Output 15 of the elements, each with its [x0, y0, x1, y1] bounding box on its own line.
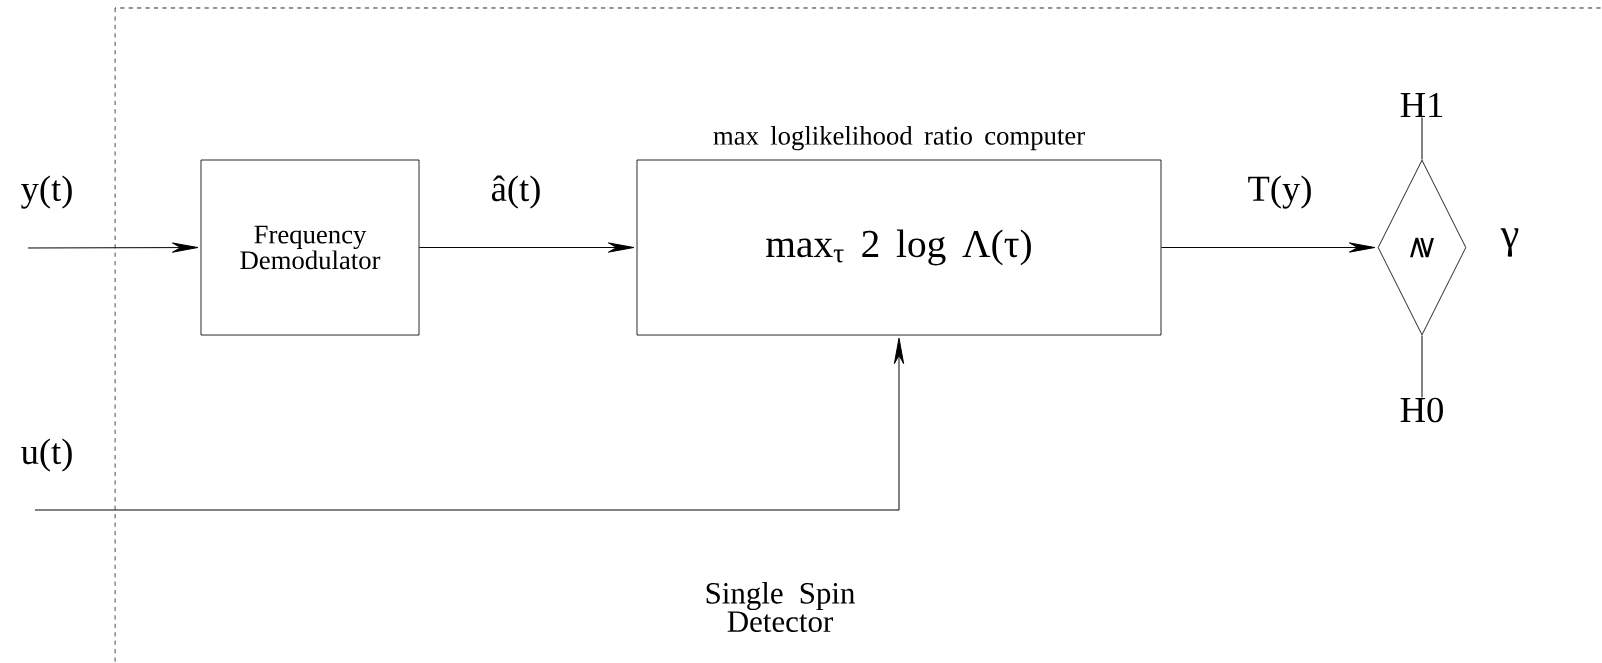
edge-label: y(t) [21, 175, 72, 209]
hypothesis-label: H1 [1400, 92, 1443, 118]
frame-label: Single Spin Detector [706, 581, 855, 633]
box-heading: max loglikelihood ratio computer [713, 126, 1085, 151]
hypothesis-label: H0 [1400, 397, 1443, 423]
threshold-label: γ [1500, 228, 1519, 257]
arrow [418, 242, 635, 253]
process-box: Frequency Demodulator [200, 159, 420, 336]
arrow [1160, 242, 1376, 253]
arrow [34, 337, 905, 511]
arrow [27, 242, 199, 253]
edge-label: T(y) [1248, 175, 1311, 209]
computer-box: max$_{τ}$ 2 log Λ(τ) [636, 159, 1162, 336]
edge-label: â(t) [491, 175, 540, 209]
edge-label: u(t) [21, 438, 72, 472]
